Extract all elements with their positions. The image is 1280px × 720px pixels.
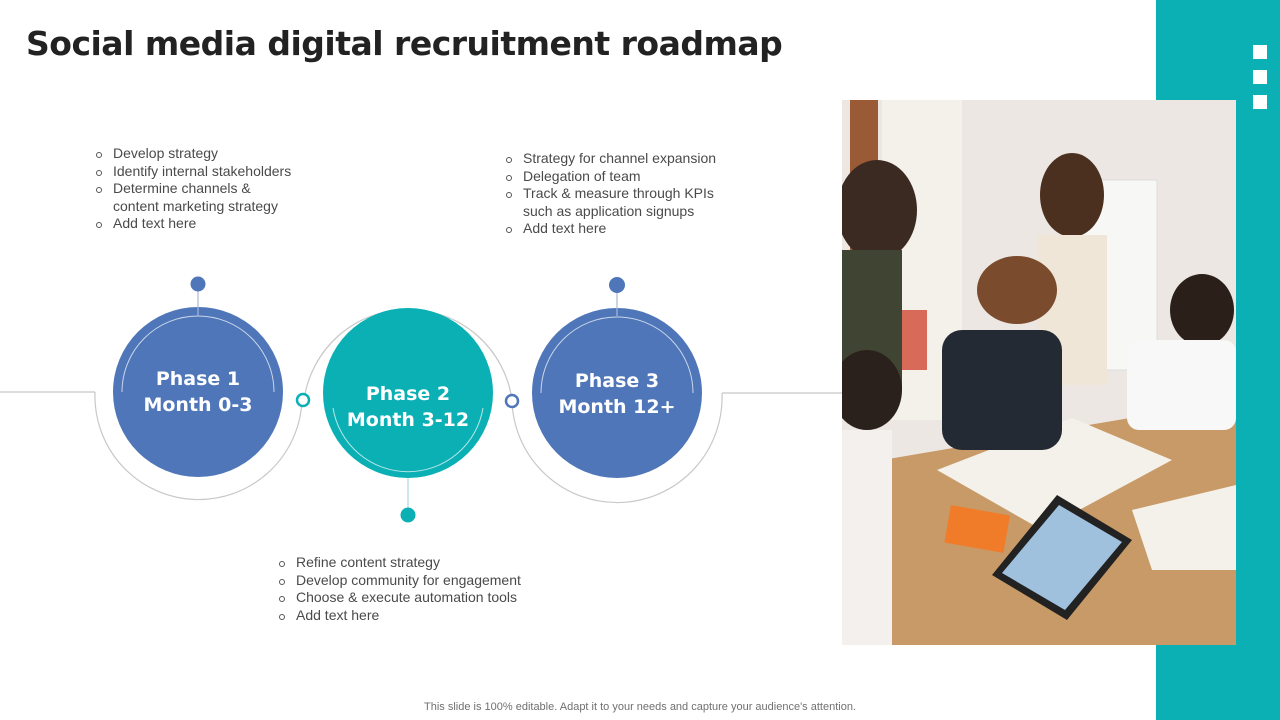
phase-1-outer-arc [94,391,303,501]
phase-1-bullet-list: Develop strategy Identify internal stake… [95,145,315,233]
phase-1-dot [190,276,206,292]
menu-square [1253,45,1267,59]
menu-square [1253,95,1267,109]
list-item: Add text here [95,215,315,233]
teal-ring-marker [295,392,311,408]
list-item: Add text here [278,607,558,625]
footer-note: This slide is 100% editable. Adapt it to… [424,701,856,713]
phase-3-circle [532,308,702,478]
phase-3-inner-arc [540,316,694,394]
phase-1-inner-arc [121,315,275,393]
list-item: Add text here [505,220,745,238]
phase-2-period: Month 3-12 [346,409,470,431]
phase-3-name: Phase 3 [574,370,660,392]
phase-3-outer-arc [511,392,723,504]
list-item: Develop community for engagement [278,572,558,590]
phase-1-label: Phase 1 Month 0-3 [113,366,283,418]
list-item: Track & measure through KPIs such as app… [505,185,733,220]
blue-ring-marker [504,393,520,409]
roadmap-diagram [0,276,842,523]
phase-3-period: Month 12+ [558,396,676,418]
list-item: Develop strategy [95,145,315,163]
photo-illustration [842,100,1236,645]
list-item: Delegation of team [505,168,745,186]
list-item: Strategy for channel expansion [505,150,745,168]
list-item: Refine content strategy [278,554,558,572]
slide-title: Social media digital recruitment roadmap [26,24,783,63]
phase-2-bullet-list: Refine content strategy Develop communit… [278,554,558,624]
phase-2-label: Phase 2 Month 3-12 [323,381,493,433]
menu-square [1253,70,1267,84]
list-item: Choose & execute automation tools [278,589,558,607]
phase-1-period: Month 0-3 [143,394,253,416]
list-item: Identify internal stakeholders [95,163,315,181]
team-meeting-photo [842,100,1236,645]
phase-1-name: Phase 1 [155,368,241,390]
list-item: Determine channels & content marketing s… [95,180,293,215]
phase-3-bullet-list: Strategy for channel expansion Delegatio… [505,150,745,238]
phase-2-name: Phase 2 [365,383,451,405]
phase-2-dot [400,507,416,523]
phase-2-inner-arc [332,407,484,473]
phase-3-dot [609,277,625,293]
phase-3-label: Phase 3 Month 12+ [532,368,702,420]
phase-2-circle [323,308,493,478]
three-square-menu-icon [1253,45,1267,120]
phase-1-circle [113,307,283,477]
